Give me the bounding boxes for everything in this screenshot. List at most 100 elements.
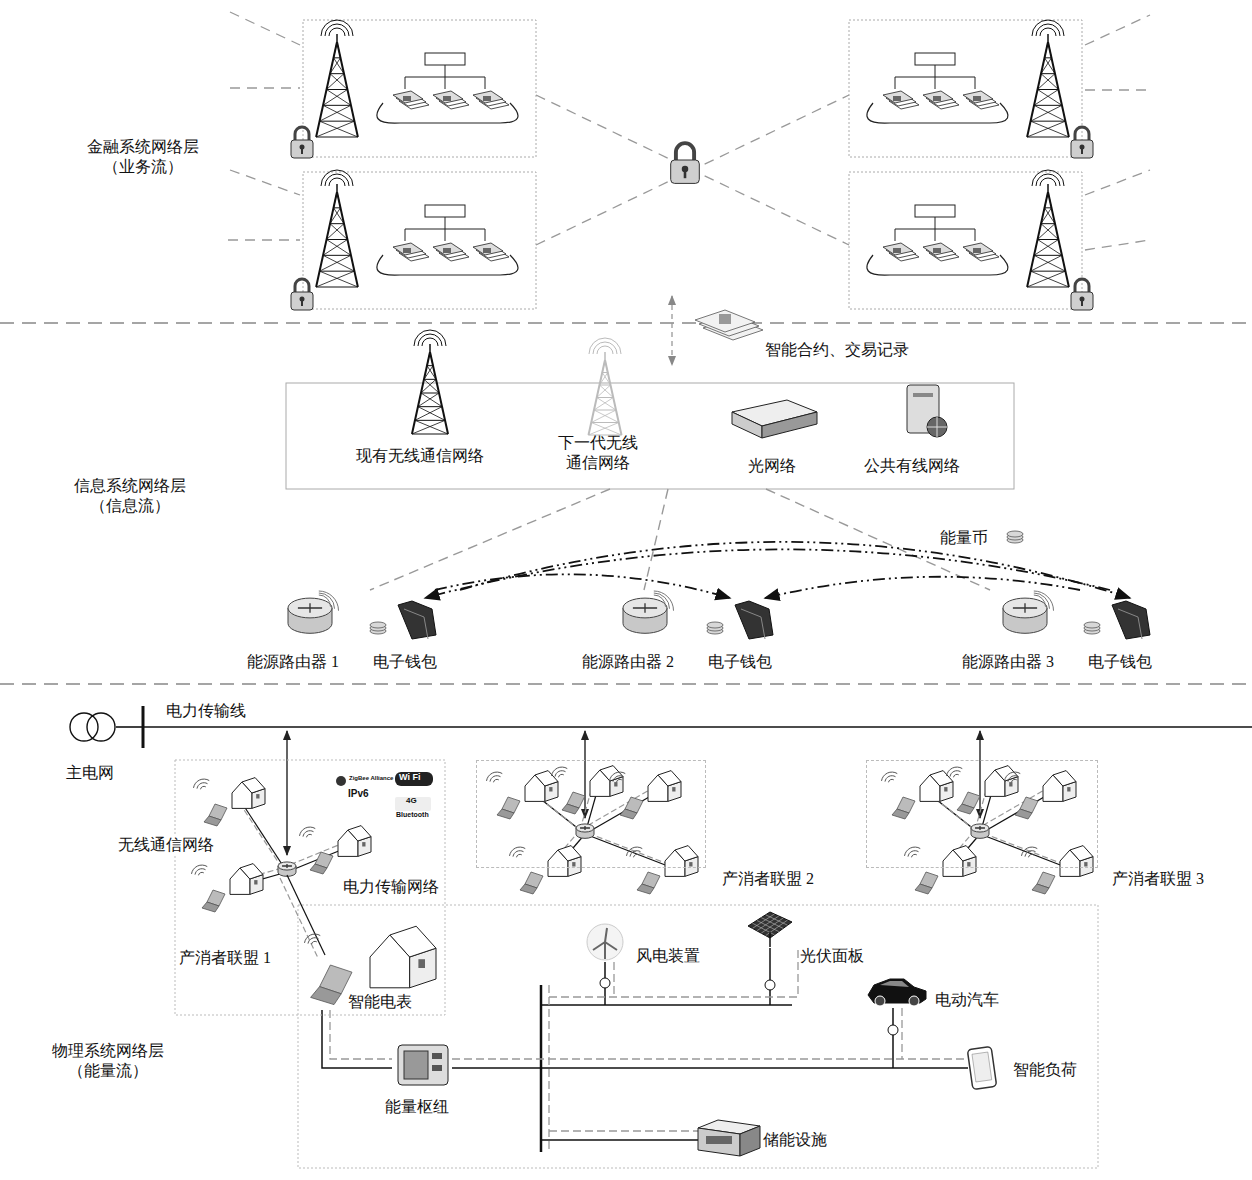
annotation-label: 电动汽车 [935,990,999,1010]
coin-stack [370,622,386,634]
laptop-icon [1032,872,1055,894]
router-icon [623,591,674,633]
house-icon [943,846,976,877]
laptop-icon [620,797,643,819]
node-text: 产消者联盟 1 [179,948,271,968]
edge-label: 能量币 [938,528,990,548]
wifi-symbol [300,827,316,837]
lock-icon [291,127,313,158]
prosumer-alliance: 产消者联盟 3 [866,760,1098,868]
wifi-symbol [487,772,503,782]
lock-icon [671,143,700,183]
house-icon [985,766,1018,797]
laptop-icon [892,797,915,819]
wifi-symbol [192,865,208,875]
laptop-icon [311,965,352,1005]
laptop-icon [562,792,585,814]
energy-coin-flow [425,549,1110,598]
annotation-label: 主电网 [66,763,114,783]
house-icon [232,778,265,809]
lock-icon [1071,127,1093,158]
node-text: 能源路由器 3 [962,652,1054,672]
house-icon [548,846,581,877]
ledger-chain [867,205,1008,275]
node-text: 电子钱包 [708,652,772,672]
laptop-icon [310,852,333,874]
protocol-logo: Wi Fi [399,773,420,783]
wallet-icon [398,601,436,639]
ledger-chain [377,205,518,275]
radio-tower [316,20,358,137]
node-text: 光网络 [748,456,796,476]
wifi-symbol [627,847,643,857]
network-link [766,489,990,590]
pv-panel [748,912,792,947]
house-icon [648,771,681,802]
annotation-label: 信息系统网络层 （信息流） [62,476,197,516]
house-icon [525,771,558,802]
radio-tower [316,170,358,287]
protocol-logo: Bluetooth [396,811,429,819]
wired-server [907,385,947,437]
annotation-label: 智能合约、交易记录 [765,340,909,360]
wallet-icon [1112,601,1150,639]
annotation-label: 光伏面板 [800,946,864,966]
wallet-icon [735,601,773,639]
radio-tower [1027,170,1069,287]
node-text: 下一代无线通信网络 [556,433,640,473]
radio-tower [1027,20,1069,137]
protocol-logo: 4G [406,797,417,806]
house-icon [1060,846,1093,877]
annotation-label: 风电装置 [636,946,700,966]
energy-coin-flow [435,574,730,598]
router-icon [576,824,594,838]
lock-icon [1071,279,1093,310]
router-icon [278,862,296,876]
wifi-symbol [194,779,210,789]
network-panel: 现有无线通信网络 下一代无线通信网络光网络 公共有线网络 [286,383,1014,489]
node-text: 现有无线通信网络 [356,446,484,466]
energy-router: 能源路由器 3电子钱包 [960,590,1175,675]
laptop-icon [204,804,227,826]
node-text: 公共有线网络 [864,456,960,476]
house-icon [338,826,371,857]
protocol-logo: IPv6 [348,788,369,799]
house-icon [1043,771,1076,802]
smart-load [967,1047,996,1090]
laptop-icon [915,872,938,894]
annotation-label: 智能电表 [348,992,412,1012]
annotation-label: 智能负荷 [1013,1060,1077,1080]
energy-router: 能源路由器 2电子钱包 [580,590,795,675]
radio-tower [589,338,622,435]
laptop-icon [497,797,520,819]
coin-stack [1007,531,1023,543]
energy-router: 能源路由器 1 电子钱包 [245,590,460,675]
coin-stack [1084,622,1100,634]
optical-device [732,400,817,438]
router-icon [1003,591,1054,633]
house-icon [370,926,436,988]
wifi-symbol [510,847,526,857]
contract-documents [695,310,763,340]
network-link [644,489,668,590]
node-text: 产消者联盟 2 [722,869,814,889]
node-text: 能源路由器 1 [247,652,339,672]
laptop-icon [957,792,980,814]
house-icon [920,771,953,802]
coin-stack [707,622,723,634]
house-icon [590,766,623,797]
storage-unit [698,1120,760,1156]
ledger-chain [377,53,518,123]
annotation-label: 无线通信网络 [118,835,214,855]
wifi-symbol [1022,847,1038,857]
wifi-symbol [947,767,963,777]
house-icon [665,846,698,877]
node-text: 产消者联盟 3 [1112,869,1204,889]
node-text: 电子钱包 [373,652,437,672]
wifi-symbol [305,934,321,944]
wifi-symbol [905,847,921,857]
house-icon [230,864,263,895]
annotation-label: 金融系统网络层 （业务流） [75,137,210,177]
